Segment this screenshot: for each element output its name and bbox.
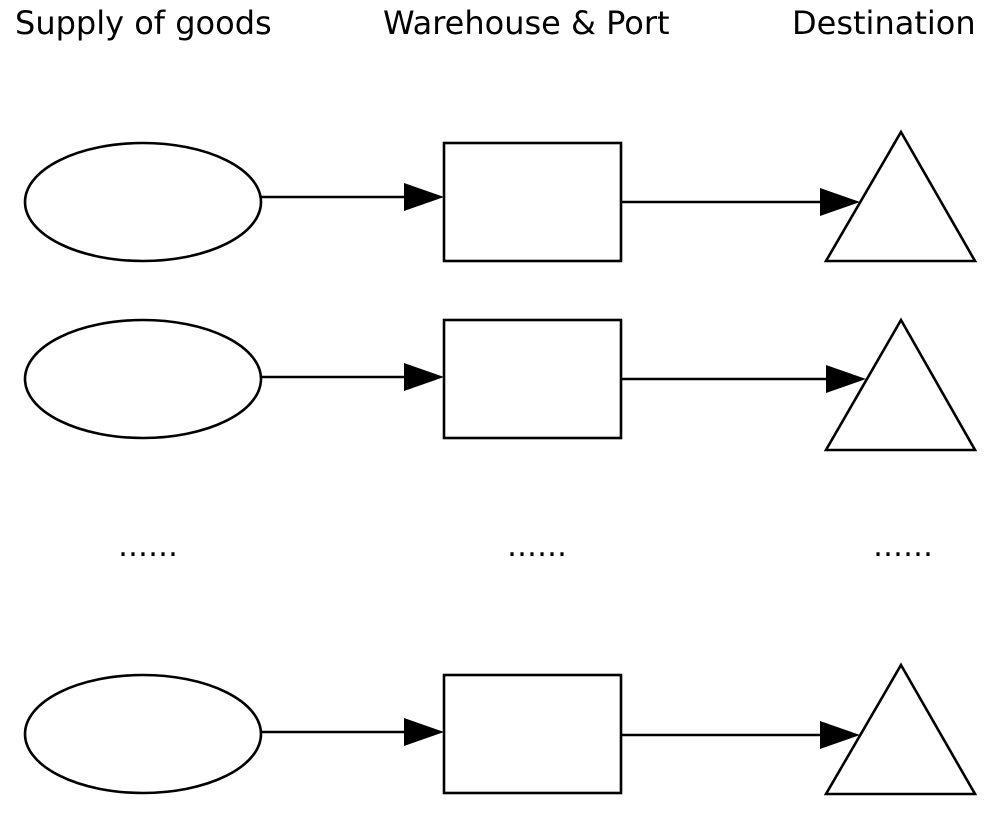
arrowhead-warehouse-to-destination-2 (826, 365, 866, 393)
ellipsis-destination: …… (873, 529, 933, 564)
arrowhead-supply-to-warehouse-3 (404, 718, 444, 746)
supply-node-1 (23, 141, 263, 263)
ellipsis-warehouse: …… (507, 529, 567, 564)
chain-row-3 (23, 662, 978, 796)
supply-node-3 (23, 673, 263, 795)
warehouse-node-2 (442, 318, 623, 440)
header-supply-of-goods: Supply of goods (15, 4, 272, 42)
arrowhead-warehouse-to-destination-3 (820, 721, 860, 749)
warehouse-node-1 (442, 141, 623, 263)
destination-node-3 (823, 662, 978, 796)
arrowhead-warehouse-to-destination-1 (820, 188, 860, 216)
arrowhead-supply-to-warehouse-2 (404, 363, 444, 391)
destination-node-2 (823, 317, 978, 452)
supply-node-2 (23, 318, 263, 440)
warehouse-node-3 (442, 673, 623, 795)
ellipsis-supply: …… (118, 529, 178, 564)
header-destination: Destination (792, 4, 976, 42)
chain-row-2 (23, 317, 978, 452)
header-warehouse-port: Warehouse & Port (383, 4, 670, 42)
arrowhead-supply-to-warehouse-1 (404, 183, 444, 211)
chain-row-1 (23, 129, 978, 263)
destination-node-1 (823, 129, 978, 263)
